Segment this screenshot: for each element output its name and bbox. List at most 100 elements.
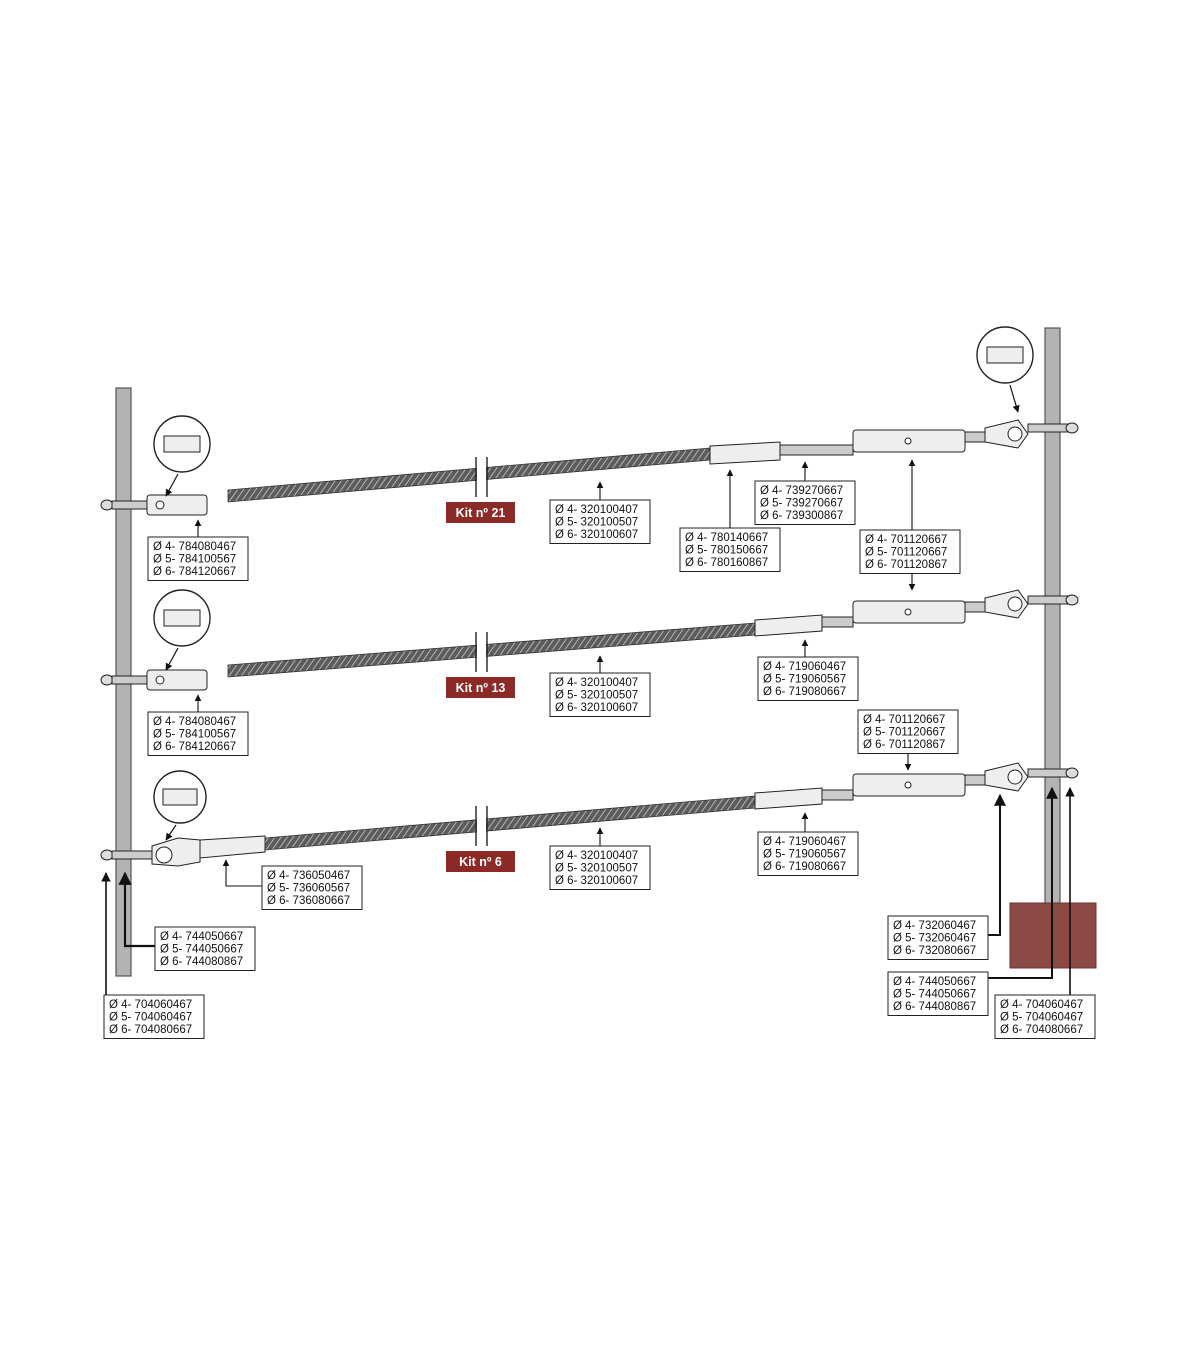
part-number-line: Ø 5- 784100567 <box>153 729 236 741</box>
part-number-line: Ø 6- 739300867 <box>760 510 843 522</box>
r1-right-jaw <box>964 431 986 443</box>
r1-right-bolt-thread <box>1027 423 1069 433</box>
part-number-line: Ø 5- 704060467 <box>1000 1012 1083 1024</box>
part-number-line: Ø 4- 320100407 <box>555 850 638 862</box>
part-number-line: Ø 6- 701120867 <box>863 739 945 751</box>
kit-badge-13: Kit nº 13 <box>446 677 515 698</box>
part-number-line: Ø 6- 704080667 <box>109 1024 192 1036</box>
r1-right-fork-pin <box>1007 426 1023 442</box>
part-number-line: Ø 6- 320100607 <box>555 529 638 541</box>
r1-right-detail-part <box>986 346 1024 364</box>
part-number-line: Ø 6- 732080667 <box>893 945 976 957</box>
row-3-assembly <box>100 762 1079 867</box>
part-number-line: Ø 4- 744050667 <box>160 931 243 943</box>
r3-left-detail-arrow <box>165 824 177 841</box>
r2-right-fork-pin <box>1007 596 1023 612</box>
part-number-line: Ø 6- 704080667 <box>1000 1024 1083 1036</box>
r3-left-fork-pin <box>155 846 173 864</box>
r2-left-bolt-thread <box>111 675 148 685</box>
part-number-line: Ø 5- 701120667 <box>863 727 945 739</box>
part-number-line: Ø 4- 784080467 <box>153 716 236 728</box>
part-label-box <box>857 709 959 754</box>
r3-fork-sleeve <box>199 835 266 859</box>
r3-right-fork-pin <box>1007 769 1023 785</box>
part-number-line: Ø 4- 739270667 <box>760 485 843 497</box>
part-label-box <box>147 536 249 581</box>
part-label-box <box>549 672 651 717</box>
part-number-line: Ø 5- 704060467 <box>109 1012 192 1024</box>
r2-stud-sleeve <box>754 614 823 637</box>
leader-right-washer <box>988 793 1006 936</box>
r2-right-jaw <box>964 601 986 613</box>
part-number-line: Ø 5- 744050667 <box>893 989 976 1001</box>
part-number-line: Ø 6- 784120667 <box>153 566 236 578</box>
part-number-line: Ø 6- 784120667 <box>153 741 236 753</box>
part-number-line: Ø 6- 320100607 <box>555 702 638 714</box>
r1-turnbuckle-hole <box>904 437 912 445</box>
r3-threaded-stud <box>821 789 854 801</box>
part-label-box <box>154 926 256 971</box>
part-number-line: Ø 4- 320100407 <box>555 504 638 516</box>
part-number-line: Ø 4- 736050467 <box>267 870 350 882</box>
r2-left-bolt-cap <box>100 674 114 686</box>
part-number-line: Ø 6- 719080667 <box>763 861 846 873</box>
kit-badge-21-label: Kit nº 21 <box>456 506 506 520</box>
r3-right-jaw <box>964 774 986 786</box>
part-label-box <box>679 527 781 572</box>
part-number-line: Ø 5- 320100507 <box>555 690 638 702</box>
part-number-line: Ø 5- 719060567 <box>763 674 846 686</box>
part-number-line: Ø 4- 744050667 <box>893 976 976 988</box>
part-number-line: Ø 4- 732060467 <box>893 920 976 932</box>
part-number-line: Ø 4- 719060467 <box>763 661 846 673</box>
r2-threaded-stud <box>821 616 854 628</box>
r1-left-detail-arrow <box>165 473 179 497</box>
part-label-box <box>103 994 205 1039</box>
part-number-line: Ø 5- 744050667 <box>160 944 243 956</box>
part-label-box <box>994 994 1096 1039</box>
r1-break-gap <box>477 464 486 490</box>
kit-badge-6: Kit nº 6 <box>446 851 515 872</box>
r2-left-detail-part <box>163 609 201 627</box>
part-number-line: Ø 6- 320100607 <box>555 875 638 887</box>
part-number-line: Ø 5- 784100567 <box>153 554 236 566</box>
r2-break-gap <box>477 639 486 665</box>
part-label-box <box>549 499 651 544</box>
r2-right-bolt-thread <box>1027 595 1069 605</box>
part-number-line: Ø 4- 704060467 <box>109 999 192 1011</box>
r3-right-bolt-cap <box>1065 767 1079 779</box>
part-label-box <box>887 915 989 960</box>
r3-right-bolt-thread <box>1027 768 1069 778</box>
part-number-line: Ø 5- 719060567 <box>763 849 846 861</box>
r3-turnbuckle-hole <box>904 781 912 789</box>
part-number-line: Ø 5- 732060467 <box>893 933 976 945</box>
r3-left-bolt-cap <box>100 849 114 861</box>
part-number-line: Ø 6- 719080667 <box>763 686 846 698</box>
leader-right-nut <box>988 786 1058 979</box>
part-label-box <box>147 711 249 756</box>
part-label-box <box>859 529 961 574</box>
part-number-line: Ø 5- 701120667 <box>865 547 947 559</box>
part-number-line: Ø 4- 704060467 <box>1000 999 1083 1011</box>
part-number-line: Ø 5- 320100507 <box>555 517 638 529</box>
kit-badge-13-label: Kit nº 13 <box>456 681 506 695</box>
part-number-line: Ø 4- 780140667 <box>685 532 768 544</box>
r3-left-bolt-thread <box>111 850 153 860</box>
kit-badge-21: Kit nº 21 <box>446 502 515 523</box>
r1-left-terminal-body <box>146 494 208 516</box>
r1-left-bolt-thread <box>111 500 148 510</box>
part-number-line: Ø 4- 719060467 <box>763 836 846 848</box>
r1-right-detail-arrow <box>1009 384 1020 413</box>
part-number-line: Ø 4- 701120667 <box>865 534 947 546</box>
r1-swage-fitting <box>709 441 781 465</box>
r1-cable <box>227 447 711 503</box>
r3-stud-sleeve <box>754 787 823 810</box>
